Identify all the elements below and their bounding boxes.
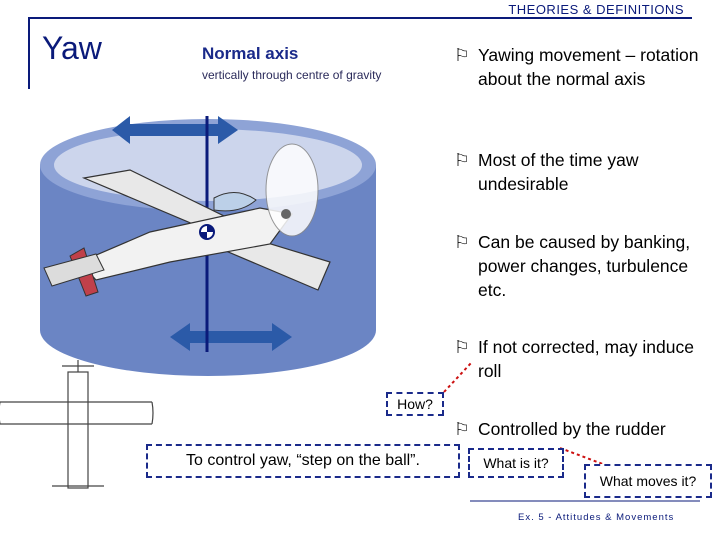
- yaw-arrow-top-icon: [112, 116, 238, 144]
- flag-bullet-icon: ⚐: [454, 45, 470, 65]
- step-on-ball-callout: To control yaw, “step on the ball”.: [146, 444, 460, 478]
- flag-bullet-icon: ⚐: [454, 337, 470, 357]
- normal-axis-title: Normal axis: [202, 44, 299, 63]
- bullet-induce-roll: ⚐ If not corrected, may induce roll: [454, 337, 694, 381]
- flag-bullet-icon: ⚐: [454, 419, 470, 439]
- page-title: Yaw: [42, 30, 102, 66]
- section-header: THEORIES & DEFINITIONS: [508, 2, 684, 17]
- footer-caption: Ex. 5 - Attitudes & Movements: [518, 512, 675, 523]
- title-side-bar: [28, 17, 30, 89]
- bullet-rudder: ⚐ Controlled by the rudder: [454, 419, 666, 439]
- flag-bullet-icon: ⚐: [454, 150, 470, 170]
- front-view-airplane-icon: [0, 360, 154, 489]
- callout-line-what-moves: [559, 447, 609, 467]
- callout-line-how: [443, 361, 473, 393]
- how-callout: How?: [386, 392, 444, 416]
- bullet-yawing-movement: ⚐ Yawing movement – rotation about the n…: [454, 45, 699, 89]
- flag-bullet-icon: ⚐: [454, 232, 470, 252]
- what-is-it-callout: What is it?: [468, 448, 564, 478]
- normal-axis-subtitle: vertically through centre of gravity: [202, 68, 382, 82]
- yaw-arrow-bottom-icon: [170, 323, 292, 351]
- what-moves-it-callout: What moves it?: [584, 464, 712, 498]
- bullet-undesirable: ⚐ Most of the time yaw undesirable: [454, 150, 639, 194]
- header-divider: [28, 17, 692, 19]
- bullet-causes: ⚐ Can be caused by banking, power change…: [454, 232, 691, 300]
- airplane-icon: [43, 143, 331, 297]
